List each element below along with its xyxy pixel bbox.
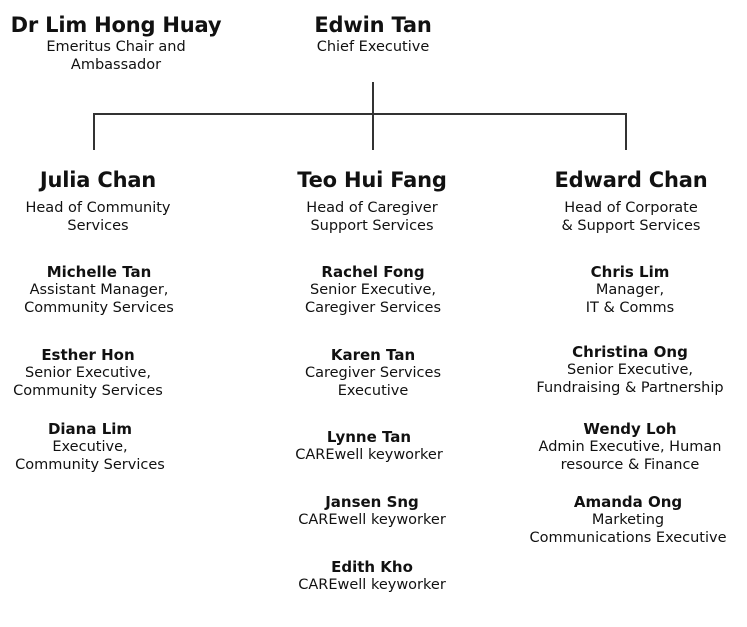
person-title: IT & Comms bbox=[585, 300, 675, 316]
person-title: Assistant Manager, bbox=[29, 282, 169, 298]
staff-card: Christina Ong Senior Executive, Fundrais… bbox=[536, 343, 723, 397]
person-name: Diana Lim bbox=[47, 420, 133, 438]
person-name: Esther Hon bbox=[41, 346, 135, 364]
person-name: Michelle Tan bbox=[46, 263, 152, 281]
head-corporate-box: Edward Chan Head of Corporate & Support … bbox=[555, 167, 708, 235]
staff-card: Chris Lim Manager, IT & Comms bbox=[586, 263, 674, 317]
person-title: resource & Finance bbox=[560, 457, 700, 473]
staff-card: Jansen Sng CAREwell keyworker bbox=[298, 493, 446, 529]
person-title: Support Services bbox=[310, 218, 434, 234]
staff-card: Lynne Tan CAREwell keyworker bbox=[295, 428, 443, 464]
person-name: Karen Tan bbox=[330, 346, 416, 364]
person-name: Chris Lim bbox=[590, 263, 670, 281]
person-title: Senior Executive, bbox=[25, 365, 151, 381]
person-name: Wendy Loh bbox=[583, 420, 677, 438]
person-name: Lynne Tan bbox=[326, 428, 412, 446]
person-name: Amanda Ong bbox=[573, 493, 683, 511]
chief-executive-box: Edwin Tan Chief Executive bbox=[314, 12, 431, 56]
connector-horizontal bbox=[93, 113, 626, 115]
head-community-box: Julia Chan Head of Community Services bbox=[25, 167, 170, 235]
person-title: Community Services bbox=[15, 457, 165, 473]
person-name: Rachel Fong bbox=[321, 263, 425, 281]
staff-card: Michelle Tan Assistant Manager, Communit… bbox=[24, 263, 174, 317]
connector-ceo-vertical bbox=[372, 82, 374, 150]
person-title: Executive bbox=[337, 383, 409, 399]
person-title: Ambassador bbox=[70, 57, 162, 73]
person-title: Fundraising & Partnership bbox=[536, 380, 724, 396]
person-title: & Support Services bbox=[561, 218, 701, 234]
person-name: Julia Chan bbox=[39, 168, 157, 192]
person-title: CAREwell keyworker bbox=[295, 447, 443, 463]
person-name: Edwin Tan bbox=[314, 13, 432, 37]
person-title: Senior Executive, bbox=[567, 362, 693, 378]
person-name: Edward Chan bbox=[554, 168, 708, 192]
person-title: Senior Executive, bbox=[310, 282, 436, 298]
person-title: Community Services bbox=[13, 383, 163, 399]
person-name: Edith Kho bbox=[331, 558, 413, 576]
head-caregiver-box: Teo Hui Fang Head of Caregiver Support S… bbox=[297, 167, 447, 235]
person-title: Head of Community bbox=[25, 200, 171, 216]
person-name: Jansen Sng bbox=[325, 493, 419, 511]
person-title: Services bbox=[67, 218, 129, 234]
person-name: Christina Ong bbox=[572, 343, 688, 361]
staff-card: Karen Tan Caregiver Services Executive bbox=[305, 346, 441, 400]
person-title: Chief Executive bbox=[316, 39, 430, 55]
connector-left-drop bbox=[93, 113, 95, 150]
person-name: Teo Hui Fang bbox=[297, 168, 447, 192]
person-title: Executive, bbox=[52, 439, 128, 455]
person-title: Emeritus Chair and bbox=[46, 39, 186, 55]
person-title: Manager, bbox=[595, 282, 665, 298]
person-title: Head of Corporate bbox=[564, 200, 698, 216]
person-title: Marketing bbox=[591, 512, 665, 528]
person-title: CAREwell keyworker bbox=[298, 577, 446, 593]
person-name: Dr Lim Hong Huay bbox=[10, 13, 222, 37]
person-title: Caregiver Services bbox=[304, 365, 442, 381]
staff-card: Rachel Fong Senior Executive, Caregiver … bbox=[305, 263, 441, 317]
staff-card: Diana Lim Executive, Community Services bbox=[15, 420, 165, 474]
person-title: Admin Executive, Human bbox=[538, 439, 722, 455]
staff-card: Wendy Loh Admin Executive, Human resourc… bbox=[539, 420, 722, 474]
connector-right-drop bbox=[625, 113, 627, 150]
staff-card: Esther Hon Senior Executive, Community S… bbox=[13, 346, 163, 400]
person-title: Head of Caregiver bbox=[306, 200, 438, 216]
person-title: Caregiver Services bbox=[304, 300, 442, 316]
staff-card: Amanda Ong Marketing Communications Exec… bbox=[529, 493, 726, 547]
person-title: Community Services bbox=[24, 300, 174, 316]
person-title: CAREwell keyworker bbox=[298, 512, 446, 528]
staff-card: Edith Kho CAREwell keyworker bbox=[298, 558, 446, 594]
emeritus-chair-box: Dr Lim Hong Huay Emeritus Chair and Amba… bbox=[11, 12, 222, 74]
person-title: Communications Executive bbox=[529, 530, 727, 546]
